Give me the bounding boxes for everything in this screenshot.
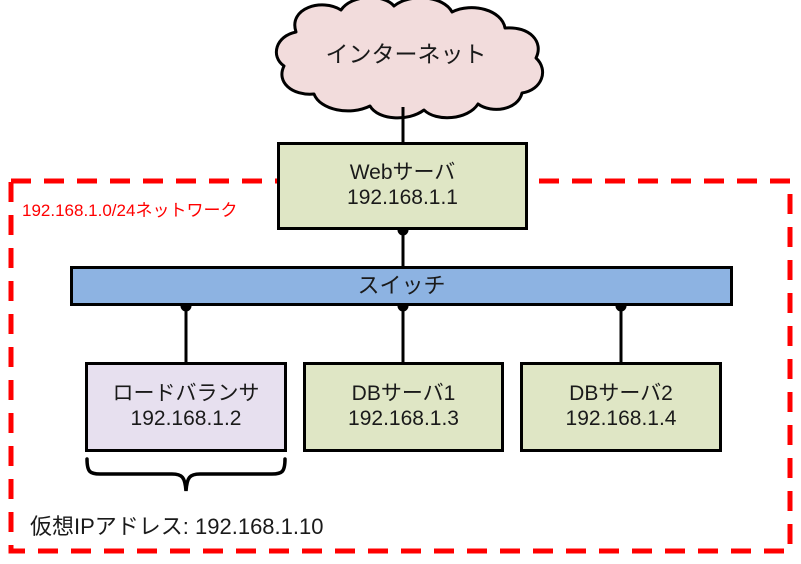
node-db-server-2-title: DBサーバ2 <box>569 382 673 406</box>
internet-cloud-icon <box>274 0 545 120</box>
node-load-balancer-title: ロードバランサ <box>112 382 260 406</box>
node-web-server-title: Webサーバ <box>349 161 456 185</box>
network-zone-boundary <box>8 178 793 554</box>
node-switch[interactable]: スイッチ <box>70 266 733 306</box>
internet-label: インターネット <box>325 41 487 67</box>
node-load-balancer-ip: 192.168.1.2 <box>130 407 242 430</box>
node-switch-title: スイッチ <box>357 273 446 299</box>
node-web-server-ip: 192.168.1.1 <box>347 186 458 209</box>
node-load-balancer[interactable]: ロードバランサ 192.168.1.2 <box>85 362 287 452</box>
node-db-server-2[interactable]: DBサーバ2 192.168.1.4 <box>520 362 722 452</box>
node-web-server[interactable]: Webサーバ 192.168.1.1 <box>277 142 528 230</box>
node-db-server-1[interactable]: DBサーバ1 192.168.1.3 <box>303 362 504 452</box>
virtual-ip-brace <box>85 457 287 492</box>
network-zone-label: 192.168.1.0/24ネットワーク <box>22 201 238 220</box>
node-db-server-1-title: DBサーバ1 <box>351 382 456 406</box>
node-db-server-1-ip: 192.168.1.3 <box>348 407 459 430</box>
node-db-server-2-ip: 192.168.1.4 <box>565 407 677 430</box>
virtual-ip-label: 仮想IPアドレス: 192.168.1.10 <box>30 514 324 539</box>
